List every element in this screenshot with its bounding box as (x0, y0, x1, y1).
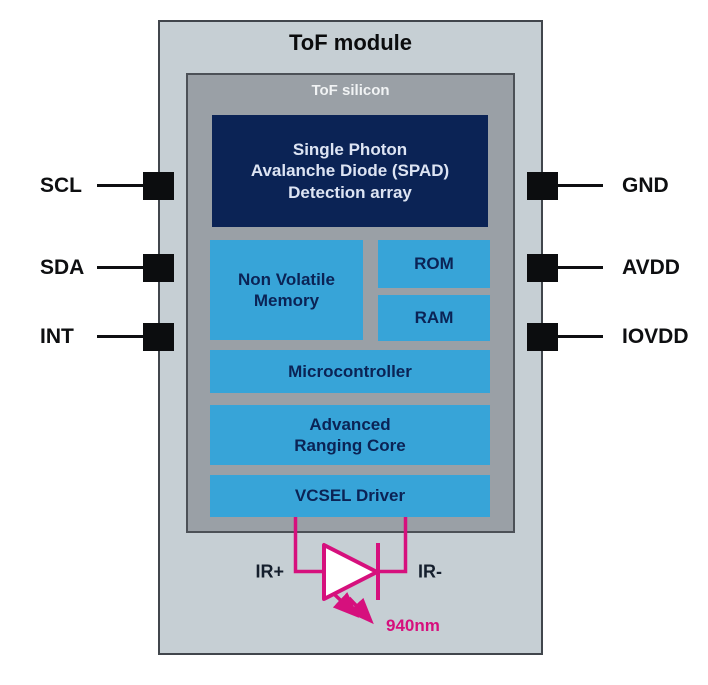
pin-pad (143, 172, 174, 200)
ram-block: RAM (378, 295, 490, 341)
pin-label-sda: SDA (40, 256, 85, 279)
pin-pad (143, 254, 174, 282)
emission-arrow-icon (347, 596, 374, 625)
pin-label-scl: SCL (40, 174, 82, 197)
ir-plus-label: IR+ (255, 561, 284, 582)
anode-wire (293, 517, 322, 574)
pin-wire (557, 184, 603, 187)
pin-pad (527, 323, 558, 351)
pin-pad (143, 323, 174, 351)
spad-detection-array-block: Single Photon Avalanche Diode (SPAD) Det… (212, 115, 488, 227)
vcsel-emitter-circuit (293, 517, 408, 625)
ir-minus-label: IR- (418, 561, 442, 582)
module-title: ToF module (288, 30, 413, 55)
pin-pad (527, 172, 558, 200)
diode-triangle-icon (322, 543, 379, 601)
wavelength-label: 940nm (386, 616, 440, 635)
pin-label-int: INT (40, 325, 74, 348)
pin-label-avdd: AVDD (622, 256, 680, 279)
cathode-wire (379, 517, 408, 574)
pin-pad (527, 254, 558, 282)
silicon-title: ToF silicon (311, 82, 390, 99)
pin-label-iovdd: IOVDD (622, 325, 689, 348)
rom-block: ROM (378, 240, 490, 288)
pin-wire (97, 266, 144, 269)
emission-arrow-icon (332, 592, 360, 618)
non-volatile-memory-block: Non Volatile Memory (210, 240, 363, 340)
advanced-ranging-core-block: Advanced Ranging Core (210, 405, 490, 465)
pin-wire (97, 335, 144, 338)
microcontroller-block: Microcontroller (210, 350, 490, 393)
pin-label-gnd: GND (622, 174, 669, 197)
vcsel-driver-block: VCSEL Driver (210, 475, 490, 517)
pin-wire (557, 266, 603, 269)
pin-wire (97, 184, 144, 187)
pin-wire (557, 335, 603, 338)
